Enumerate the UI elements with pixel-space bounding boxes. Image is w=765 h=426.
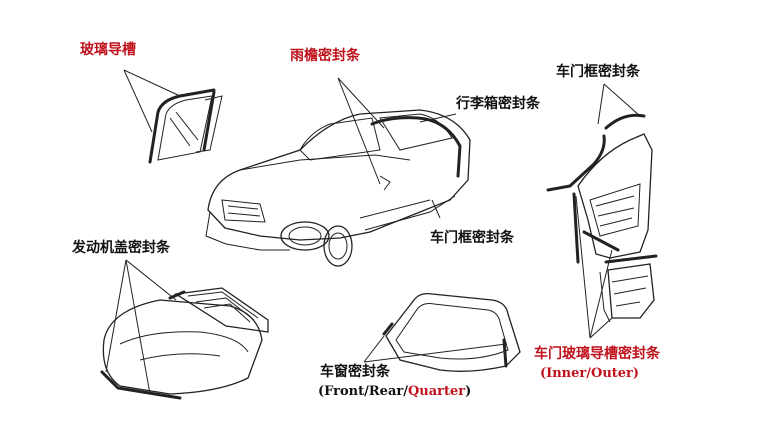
car-body-drawing [205,109,471,267]
glass-run-channel-drawing [148,88,223,164]
label-door-frame-seal-top: 车门框密封条 [556,64,640,80]
label-window-seal: 车窗密封条 [320,364,390,380]
leader-lines [105,69,641,395]
label-door-glass-channel-seal: 车门玻璃导槽密封条 [534,346,660,362]
windshield-drawing [382,292,521,372]
window-seal-sub-quarter: Quarter [407,384,466,399]
label-window-seal-sub: (Front/Rear/Quarter) [318,384,471,400]
label-trunk-seal: 行李箱密封条 [456,96,540,112]
hood-drawing [100,287,269,400]
door-frame-seal-drawing [546,113,653,264]
door-glass-channel-drawing [599,254,658,323]
window-seal-sub-suffix: ) [465,384,472,399]
label-glass-run-channel: 玻璃导槽 [80,42,136,58]
label-door-glass-channel-sub: (Inner/Outer) [540,366,640,381]
window-seal-sub-prefix: (Front/Rear/ [318,384,408,399]
label-door-frame-seal-mid: 车门框密封条 [430,230,514,246]
label-rain-gutter-seal: 雨檐密封条 [290,48,360,64]
label-hood-seal: 发动机盖密封条 [72,240,170,256]
